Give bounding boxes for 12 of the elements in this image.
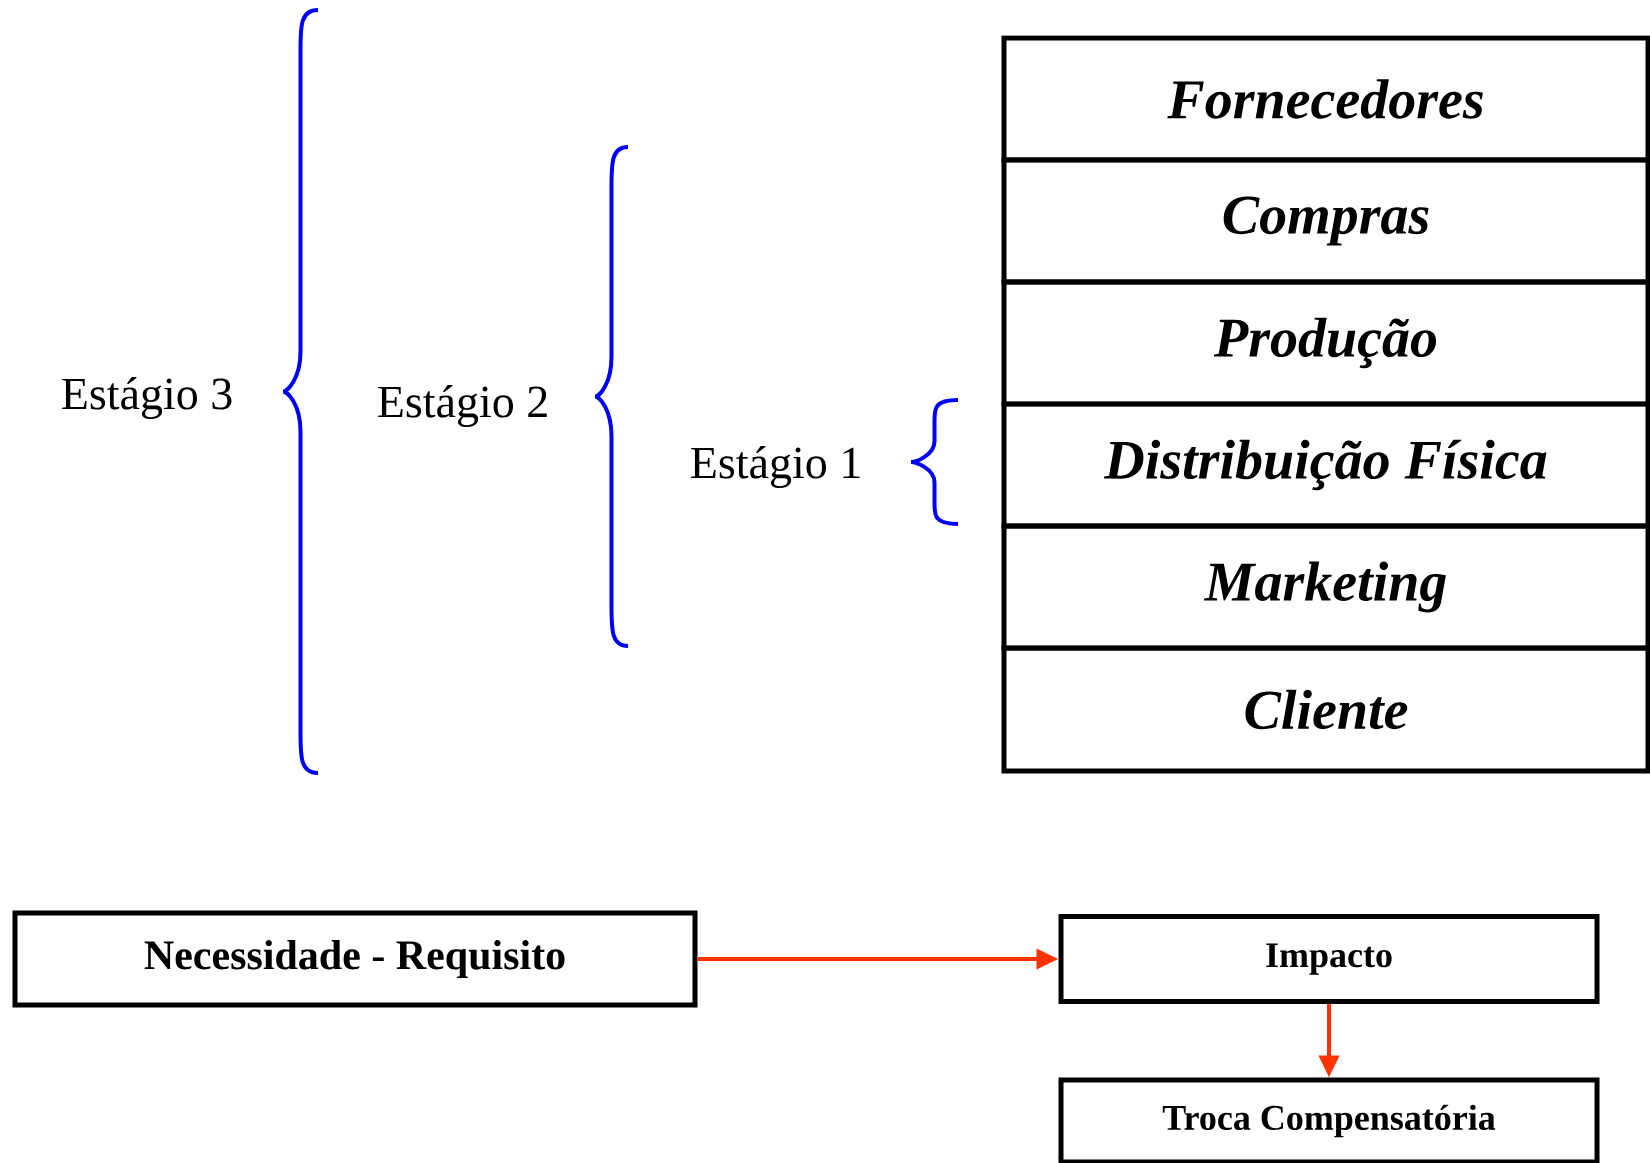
stage-label: Estágio 1: [691, 446, 860, 488]
stack-row-box: Distribuição Física: [1001, 401, 1650, 529]
stack-row-box: Produção: [1001, 279, 1650, 407]
stage-label: Estágio 3: [62, 377, 232, 419]
stack-row-box: Compras: [1001, 157, 1650, 285]
stage-label: Estágio 2: [378, 385, 547, 427]
process-box: Necessidade - Requisito: [12, 910, 698, 1008]
stack-row-box: Cliente: [1001, 645, 1650, 774]
stack-row-box: Fornecedores: [1001, 35, 1650, 163]
process-box: Impacto: [1058, 914, 1600, 1004]
process-box: Troca Compensatória: [1058, 1077, 1600, 1163]
stack-row-box: Marketing: [1001, 523, 1650, 651]
